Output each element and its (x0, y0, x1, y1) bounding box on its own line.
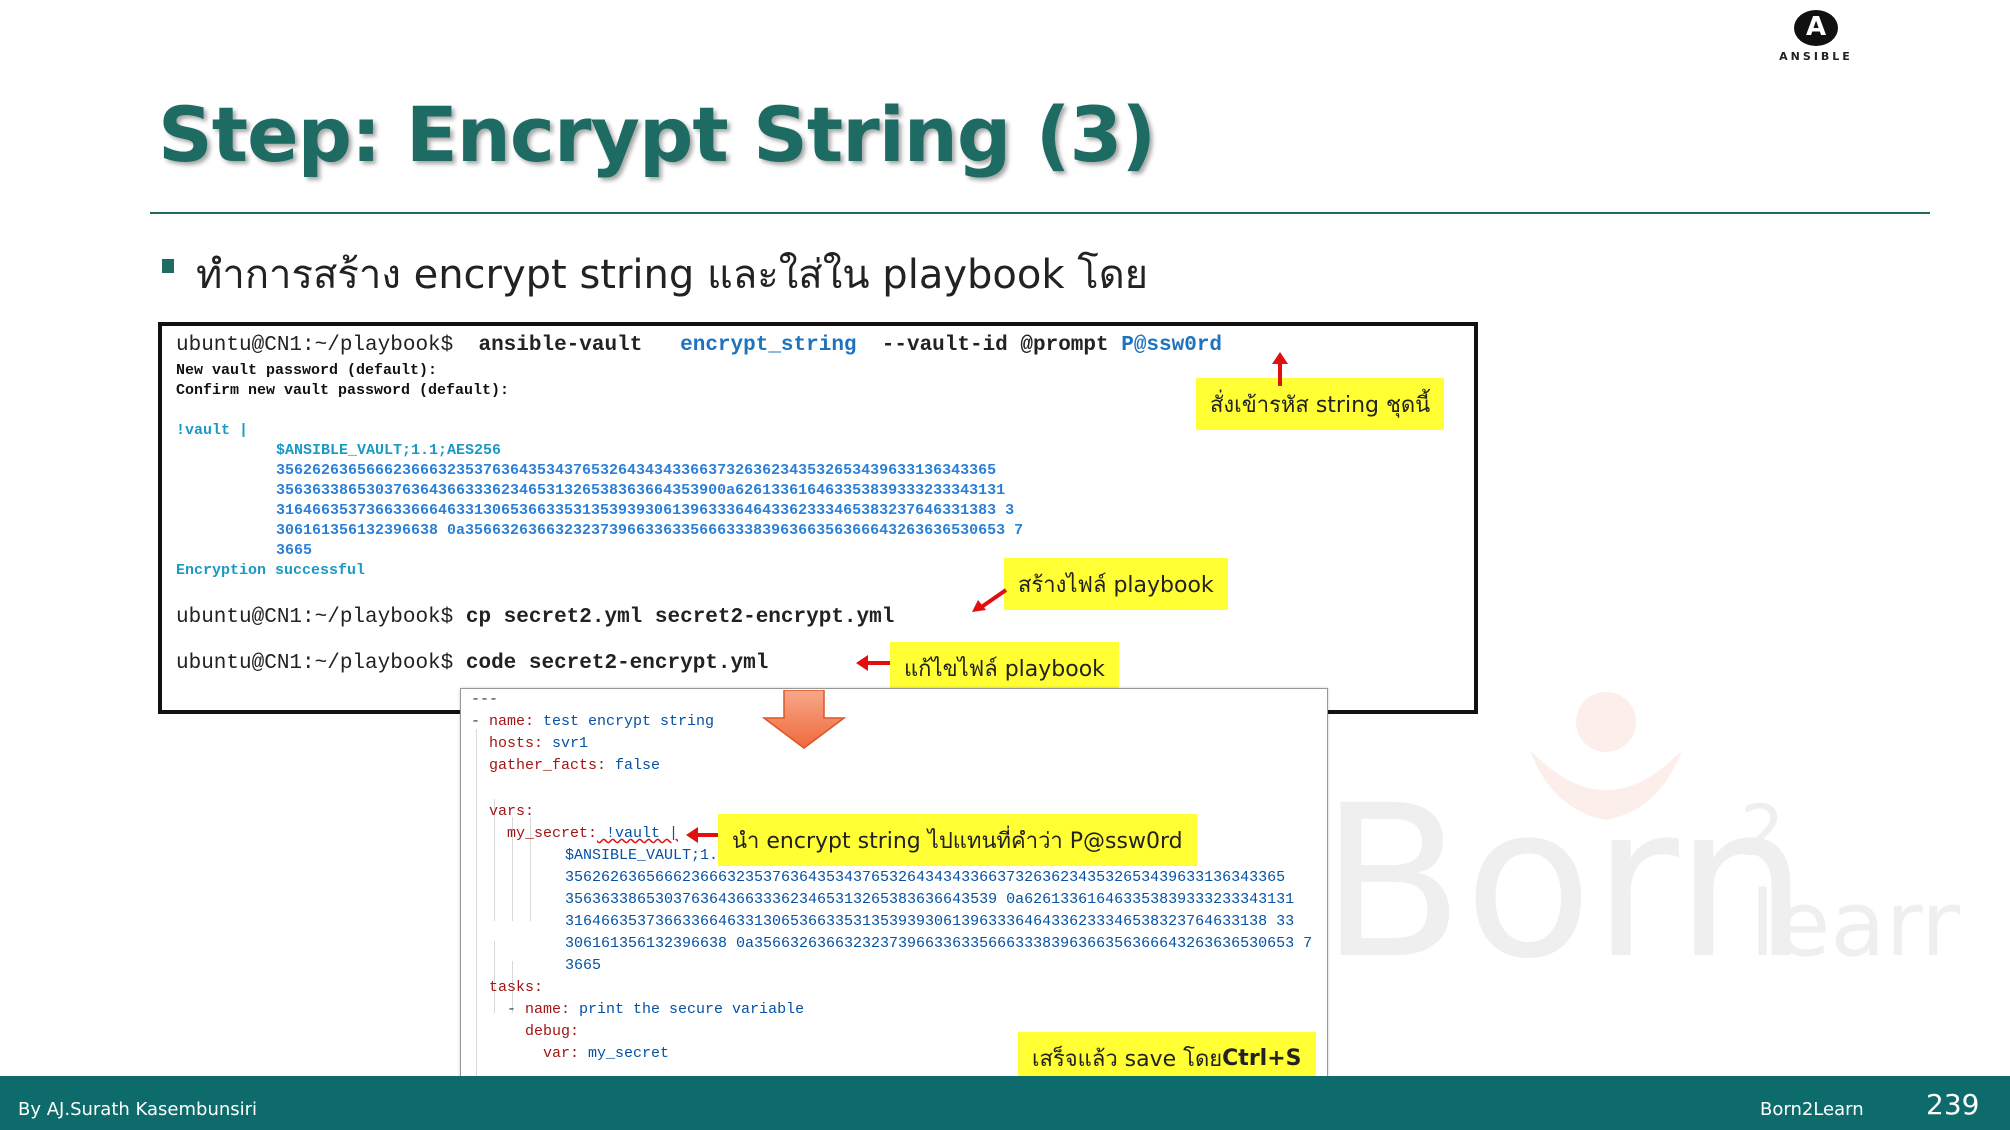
cmd-copy: cp secret2.yml secret2-encrypt.yml (465, 606, 895, 629)
editor-line: hosts: svr1 (489, 735, 589, 752)
slide-title: Step: Encrypt String (3) (158, 90, 1156, 179)
footer-brand: Born2Learn (1760, 1099, 1864, 1120)
callout-edit-playbook: แก้ไขไฟล์ playbook (890, 642, 1119, 694)
editor-hex-line: 306161356132396638 0a3566326366323237396… (565, 935, 1313, 952)
terminal-vault-header: $ANSIBLE_VAULT;1.1;AES256 (276, 442, 502, 459)
arrow-left-icon (686, 827, 718, 843)
arrow-down-left-icon (972, 588, 1008, 612)
callout-encrypt-string: สั่งเข้ารหัส string ชุดนี้ (1196, 378, 1445, 430)
callout-create-playbook: สร้างไฟล์ playbook (1004, 558, 1228, 610)
editor-hex-line: 3563633865303763643663336234653132653836… (565, 891, 1295, 908)
cmd-code: code secret2-encrypt.yml (465, 652, 769, 675)
editor-hex-line: 3562626365666236663235376364353437653264… (565, 869, 1286, 886)
cmd-ansible-vault: ansible-vault (478, 334, 643, 357)
terminal-hex-line: 306161356132396638 0a3566326366323237396… (276, 522, 1024, 539)
ansible-logo-icon (1794, 10, 1838, 46)
footer-bar (0, 1076, 2010, 1130)
editor-line: - name: test encrypt string (471, 713, 715, 730)
ansible-logo: A ANSIBLE (1768, 10, 1864, 66)
title-divider (150, 212, 1930, 214)
watermark-two: 2 (1740, 790, 1785, 872)
cmd-password-string: P@ssw0rd (1121, 334, 1223, 357)
terminal-hex-line: 3665 (276, 542, 313, 559)
code-editor-panel[interactable]: --- - name: test encrypt string hosts: s… (460, 688, 1328, 1112)
editor-hex-line: 3665 (565, 957, 602, 974)
terminal-success: Encryption successful (176, 562, 366, 579)
terminal-hex-line: 3562626365666236663235376364353437653264… (276, 462, 997, 479)
footer-author: By AJ.Surath Kasembunsiri (18, 1099, 258, 1120)
editor-line: my_secret: !vault | (507, 825, 679, 842)
arrow-left-icon (856, 655, 890, 671)
editor-hex-line: 3164663537366336646331306536633531353939… (565, 913, 1295, 930)
callout-save-text: เสร็จแล้ว save โดย (1032, 1046, 1223, 1072)
editor-line: tasks: (489, 979, 544, 996)
terminal-command-2: ubuntu@CN1:~/playbook$ cp secret2.yml se… (176, 606, 894, 629)
watermark-learn: learn (1750, 872, 1960, 977)
terminal-prompt: ubuntu@CN1:~/playbook$ (176, 606, 454, 629)
editor-line: gather_facts: false (489, 757, 661, 774)
terminal-vault-tag: !vault | (176, 422, 249, 439)
ansible-logo-word: ANSIBLE (1779, 50, 1853, 63)
cmd-vault-id: --vault-id @prompt (881, 334, 1109, 357)
born2learn-watermark: Born 2 learn (1320, 692, 1960, 980)
editor-line: vars: (489, 803, 535, 820)
terminal-hex-line: 3563633865303763643663336234653132653836… (276, 482, 1006, 499)
arrow-down-icon (762, 690, 846, 749)
terminal-hex-line: 3164663537366336664633130653663353135393… (276, 502, 1015, 519)
editor-line: - name: print the secure variable (507, 1001, 805, 1018)
terminal-prompt: ubuntu@CN1:~/playbook$ (176, 334, 454, 357)
terminal-confirm-password: Confirm new vault password (default): (176, 382, 510, 399)
terminal-new-password: New vault password (default): (176, 362, 438, 379)
page-number: 239 (1926, 1088, 1980, 1121)
bullet-square-icon (162, 259, 174, 273)
arrow-up-icon (1272, 352, 1288, 386)
editor-line: debug: (525, 1023, 580, 1040)
cmd-encrypt-string: encrypt_string (680, 334, 857, 357)
callout-save: เสร็จแล้ว save โดย Ctrl+S (1018, 1032, 1316, 1084)
bullet-text: ทำการสร้าง encrypt string และใส่ใน playb… (196, 252, 1149, 298)
watermark-born: Born (1320, 760, 1808, 980)
callout-save-shortcut: Ctrl+S (1222, 1045, 1302, 1071)
editor-line: --- (471, 691, 499, 708)
callout-replace-password: นำ encrypt string ไปแทนที่คำว่า P@ssw0rd (718, 814, 1197, 866)
ansible-logo-glyph: A (1805, 12, 1827, 42)
terminal-prompt: ubuntu@CN1:~/playbook$ (176, 652, 454, 675)
terminal-command-1: ubuntu@CN1:~/playbook$ ansible-vault enc… (176, 334, 1222, 357)
terminal-command-3: ubuntu@CN1:~/playbook$ code secret2-encr… (176, 652, 768, 675)
editor-line: var: my_secret (543, 1045, 670, 1062)
